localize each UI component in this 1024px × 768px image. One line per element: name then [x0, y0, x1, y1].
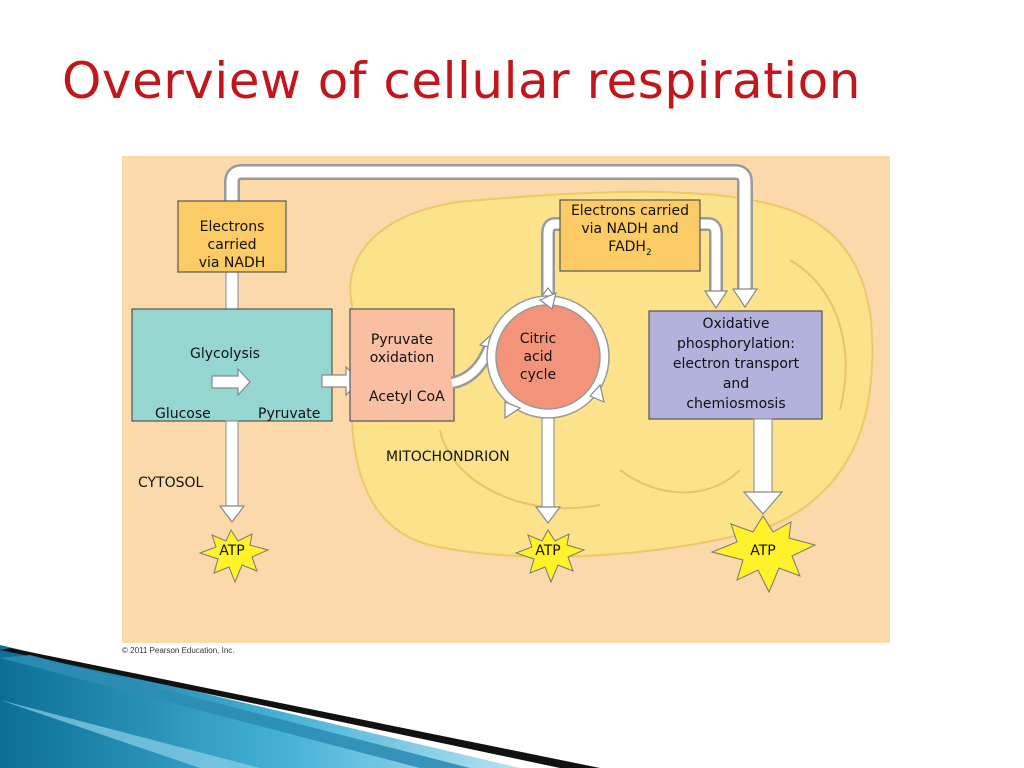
cytosol-label: CYTOSOL	[138, 475, 204, 491]
copyright-notice: © 2011 Pearson Education, Inc.	[122, 646, 235, 655]
electron-connector	[225, 271, 239, 311]
pyruvate-label: Pyruvate	[258, 406, 321, 422]
decorative-ribbon	[0, 645, 600, 768]
mitochondrion-label: MITOCHONDRION	[386, 449, 510, 465]
arrow-glycolysis-atp	[218, 420, 246, 523]
pyruvate-oxidation-box	[349, 308, 455, 422]
oxidative-phosphorylation-text: Oxidative phosphorylation: electron tran…	[672, 316, 800, 412]
atp-star-2	[514, 529, 586, 584]
electrons-nadh-box	[177, 200, 287, 273]
mitochondrion-cristae	[439, 259, 847, 510]
atp-label-3: ATP	[750, 543, 776, 559]
electron-loop-arrow	[224, 164, 759, 309]
atp-star-3	[710, 515, 817, 594]
atp-label-1: ATP	[219, 543, 245, 559]
glycolysis-arrow	[211, 367, 251, 397]
glycolysis-label: Glycolysis	[190, 346, 260, 362]
atp-star-1	[198, 528, 270, 584]
arrow-citric-atp	[534, 417, 562, 524]
pyruvate-oxidation-text: Pyruvate oxidation	[369, 332, 435, 366]
glycolysis-box	[131, 308, 333, 422]
arrow-oxphos-atp	[742, 418, 784, 515]
citric-acid-cycle	[486, 291, 610, 420]
electrons-nadh-fadh-box	[559, 199, 701, 272]
glucose-label: Glucose	[155, 406, 211, 422]
oxidative-phosphorylation-box	[648, 310, 823, 420]
electrons-nadh-text: Electrons carried via NADH	[198, 219, 266, 271]
fadh-arrows	[541, 217, 723, 300]
electrons-nadh-fadh-text: Electrons carried via NADH and FADH2	[570, 203, 690, 258]
acetyl-coa-label: Acetyl CoA	[369, 389, 445, 405]
atp-label-2: ATP	[535, 543, 561, 559]
arrow-head-oxphos	[703, 290, 729, 310]
citric-acid-cycle-text: Citric acid cycle	[519, 331, 557, 383]
slide-title: Overview of cellular respiration	[62, 52, 861, 110]
